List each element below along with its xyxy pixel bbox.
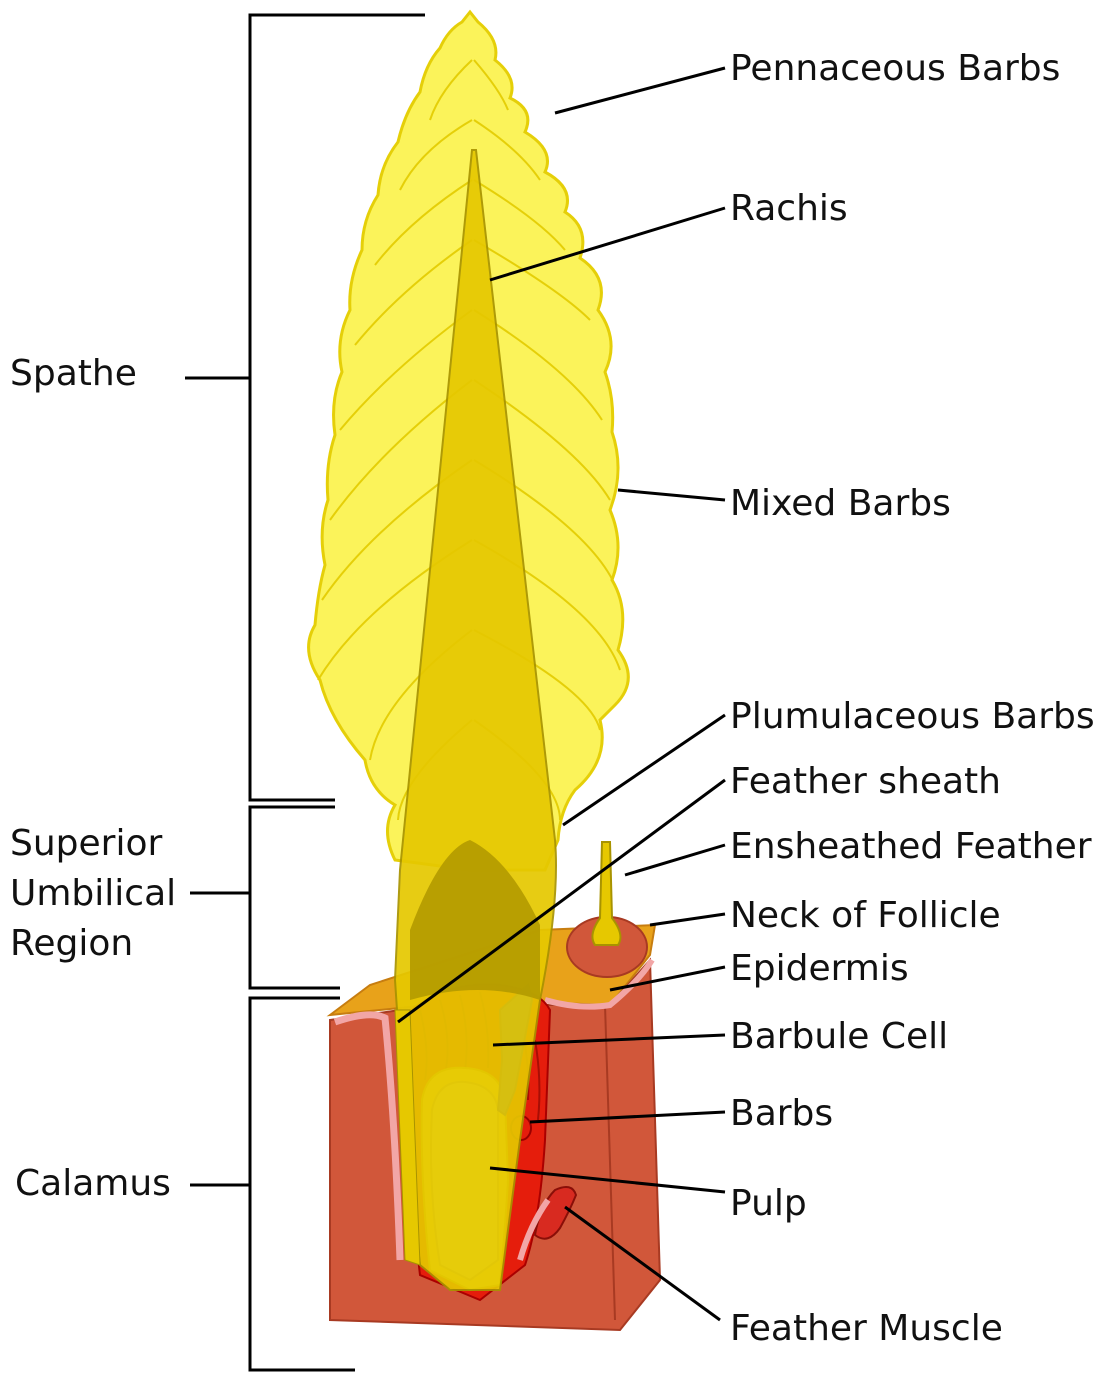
leader-mixed-barbs [618, 490, 725, 500]
label-barbs: Barbs [730, 1093, 833, 1134]
label-superior-line2: Umbilical [10, 873, 176, 914]
label-barbule-cell: Barbule Cell [730, 1016, 948, 1057]
label-superior-line3: Region [10, 923, 133, 964]
label-mixed-barbs: Mixed Barbs [730, 483, 951, 524]
label-feather-sheath: Feather sheath [730, 761, 1001, 802]
leader-neck-of-follicle [650, 914, 725, 925]
leader-ensheathed-feather [625, 845, 725, 875]
label-feather-muscle: Feather Muscle [730, 1308, 1003, 1349]
label-neck-of-follicle: Neck of Follicle [730, 895, 1001, 936]
ensheathed-feather-shaft [592, 842, 620, 945]
label-ensheathed-feather: Ensheathed Feather [730, 826, 1092, 867]
leader-pennaceous-barbs [555, 68, 725, 113]
label-epidermis: Epidermis [730, 948, 909, 989]
label-pulp: Pulp [730, 1183, 807, 1224]
label-superior-line1: Superior [10, 823, 162, 864]
label-pennaceous-barbs: Pennaceous Barbs [730, 48, 1060, 89]
label-spathe: Spathe [10, 353, 137, 394]
label-rachis: Rachis [730, 188, 848, 229]
ensheathed-feather [567, 842, 647, 977]
label-plumulaceous-barbs: Plumulaceous Barbs [730, 696, 1095, 737]
superior-umbilical-bracket [190, 807, 340, 988]
label-calamus: Calamus [15, 1163, 171, 1204]
